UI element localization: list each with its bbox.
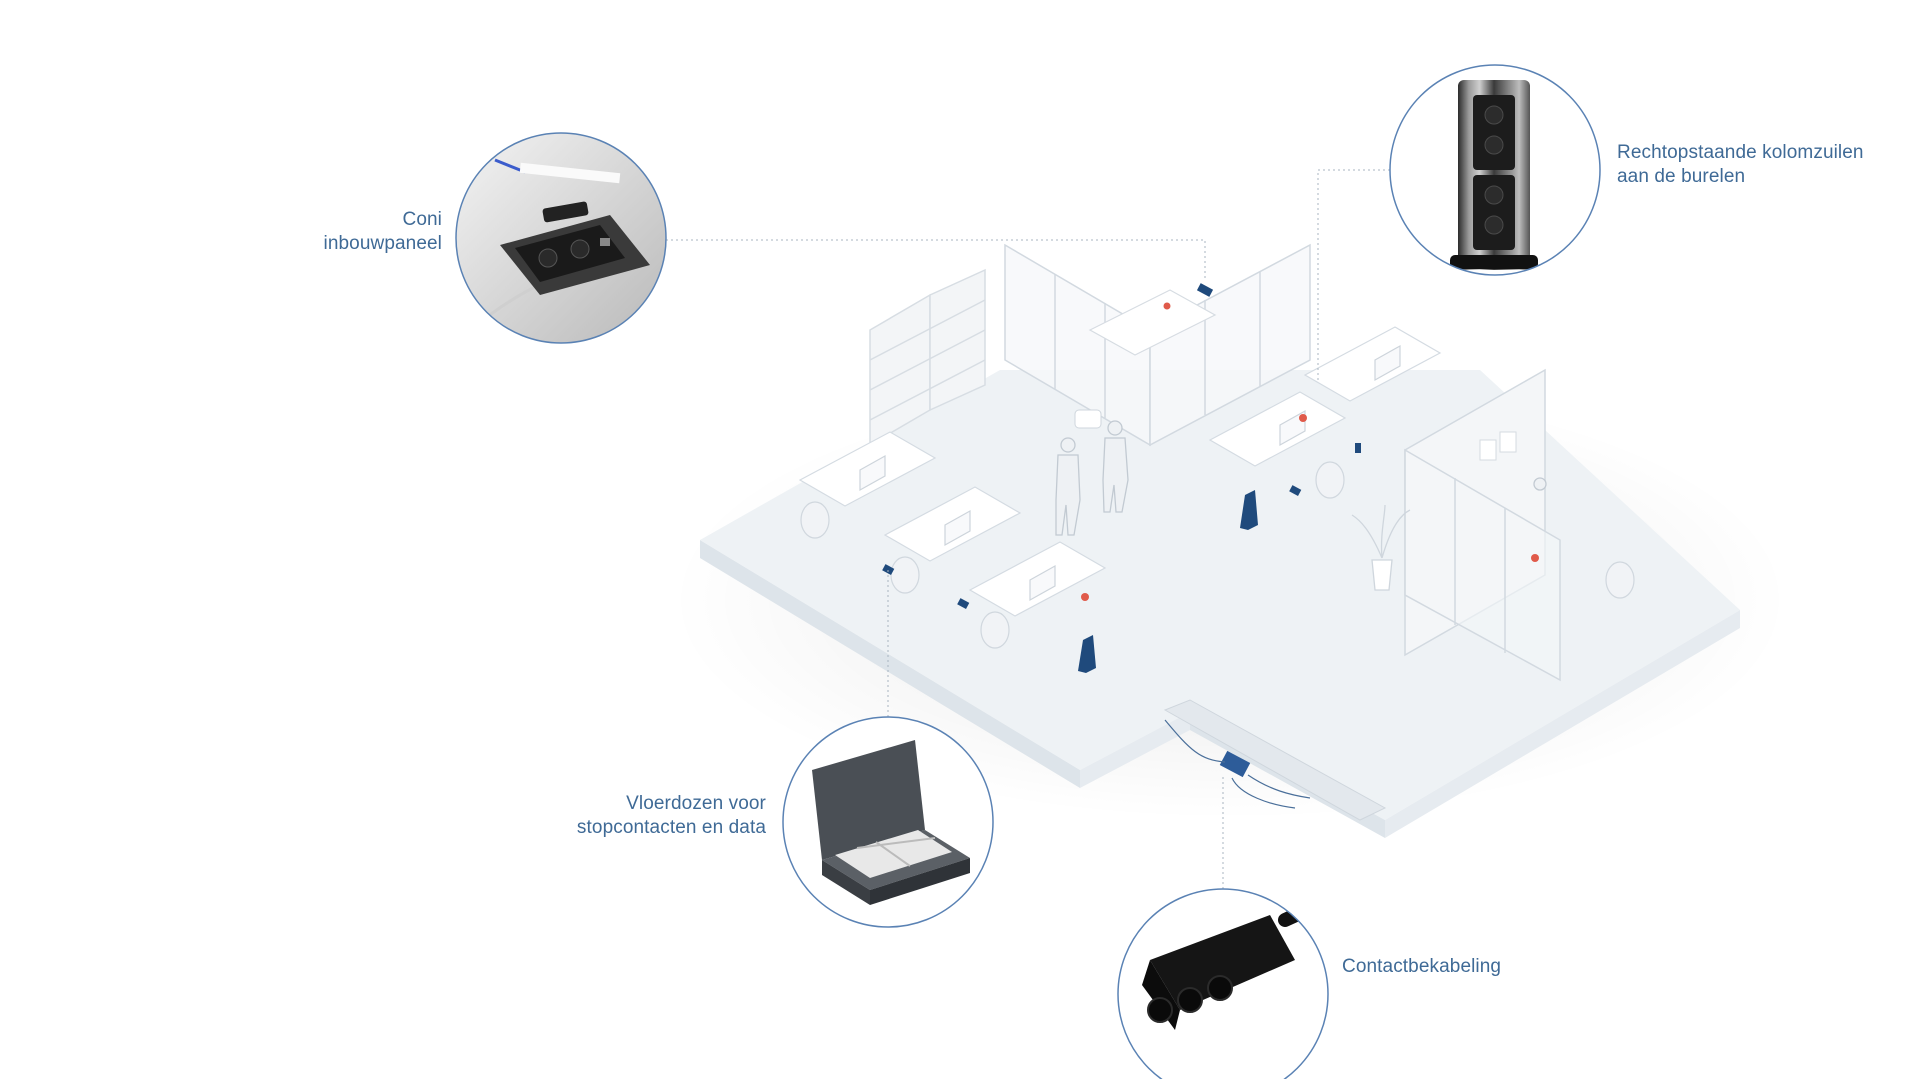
floor-side-left <box>700 540 1080 788</box>
wall-posters <box>1479 431 1517 461</box>
chairs <box>800 461 1635 649</box>
speech-bubble <box>1074 409 1102 429</box>
leader-lines <box>666 169 1390 889</box>
pop-up-socket-panel-icon <box>455 132 667 344</box>
meeting-table <box>1088 289 1217 356</box>
label-line: Coni <box>402 209 442 230</box>
meeting-table-socket <box>1196 283 1214 297</box>
label-line: stopcontacten en data <box>576 817 766 838</box>
red-cup <box>1163 302 1171 310</box>
label-contactbekabeling: Contactbekabeling <box>1342 955 1501 979</box>
label-vloerdozen: Vloerdozen voor stopcontacten en data <box>577 792 766 840</box>
label-line: Vloerdozen voor <box>626 793 766 814</box>
label-line: inbouwpaneel <box>323 233 442 254</box>
plant <box>1351 504 1411 591</box>
label-coni-inbouwpaneel: Coni inbouwpaneel <box>324 208 442 256</box>
label-line: aan de burelen <box>1617 166 1746 187</box>
label-line: Contactbekabeling <box>1342 956 1502 977</box>
cable-distributor <box>1164 719 1311 809</box>
glass-meeting-room <box>1004 243 1311 447</box>
label-rechtopstaande-kolomzuilen: Rechtopstaande kolomzuilen aan de burele… <box>1617 141 1864 189</box>
floor-side-mid <box>1080 712 1190 788</box>
socket-column-icon <box>1389 64 1601 276</box>
floor-side-right <box>1385 610 1740 838</box>
people <box>1055 420 1547 536</box>
cable-trench <box>1163 699 1387 821</box>
label-line: Rechtopstaande kolomzuilen <box>1617 142 1864 163</box>
monitors <box>859 344 1401 602</box>
cable-connector-icon <box>1117 888 1329 1079</box>
blue-devices <box>882 443 1361 673</box>
floor-box-icon <box>782 716 994 928</box>
bookshelves <box>869 268 986 447</box>
